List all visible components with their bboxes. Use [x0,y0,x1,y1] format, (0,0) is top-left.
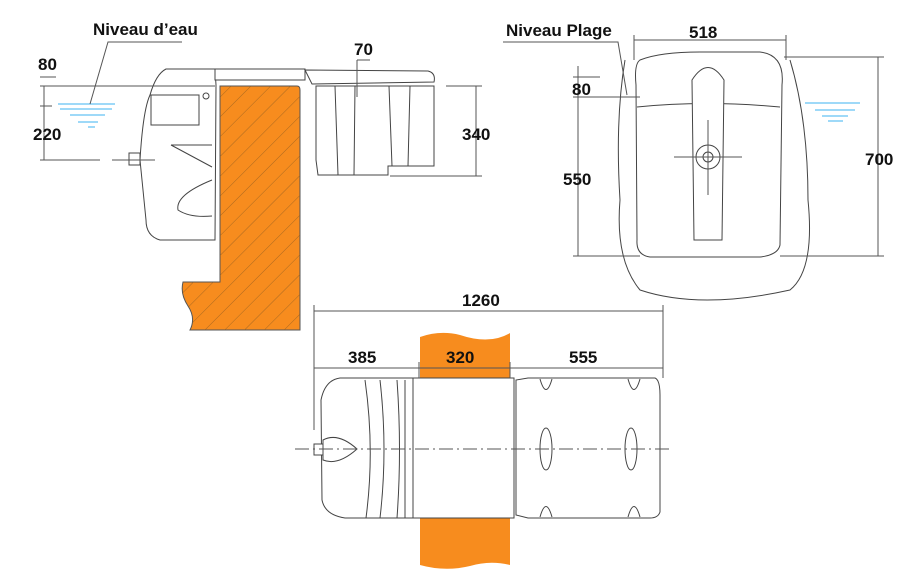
dimension-80-side: 80 [38,55,57,74]
dimension-340: 340 [462,125,491,144]
dim-line-70 [356,59,370,97]
dim-line-sub [314,362,663,378]
dimension-220: 220 [33,125,62,144]
dimension-320: 320 [446,348,475,367]
skimmer-mouth [150,94,200,126]
dim-line-340 [390,85,482,177]
water-level-symbol [58,103,115,128]
drain-fitting [128,152,141,166]
water-level-symbol-front [805,102,860,122]
leader-line [89,41,182,105]
side-view [40,41,482,331]
dimension-555: 555 [569,348,598,367]
dimension-1260: 1260 [462,291,500,310]
deck-level-leader [503,41,628,96]
basket-housing [315,85,435,176]
dimension-518: 518 [689,23,718,42]
dim-line-518 [633,35,787,60]
water-level-label: Niveau d’eau [93,20,198,39]
dim-lines-front-left [573,66,640,257]
throat-section [412,377,515,519]
basket-plan [515,377,661,519]
dimension-70: 70 [354,40,373,59]
top-lid [214,68,306,81]
skimmer-plan-body [320,377,414,519]
dimension-80-front: 80 [572,80,591,99]
dim-lines-left [40,76,215,161]
dimension-385: 385 [348,348,377,367]
screw [202,92,210,100]
dimension-700: 700 [865,150,894,169]
pool-wall-hatch [182,86,300,330]
deck-level-label: Niveau Plage [506,21,612,40]
dim-line-700 [780,56,884,257]
deck-cover [304,69,435,85]
front-view [503,35,884,301]
top-view [295,305,672,569]
dimension-550: 550 [563,170,592,189]
